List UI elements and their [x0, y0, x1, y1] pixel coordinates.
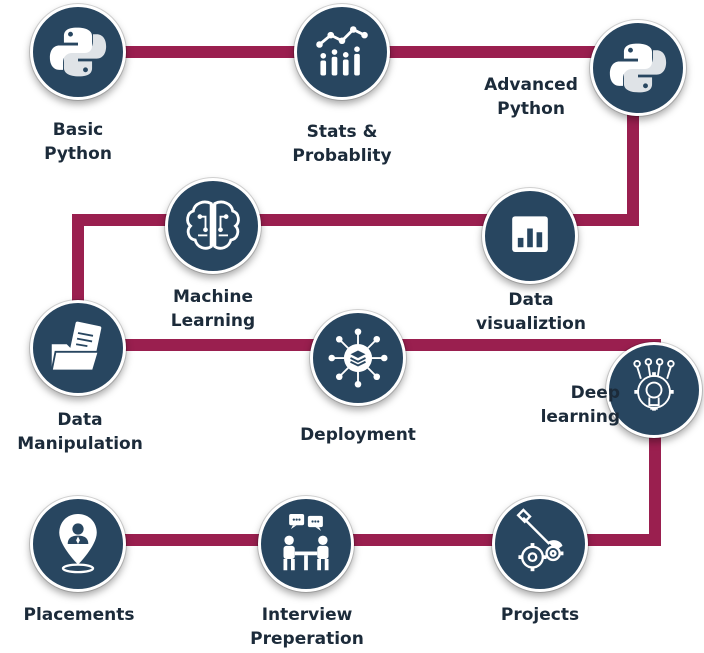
step-stats-node: [294, 4, 390, 100]
step-deployment-label: Deployment: [300, 425, 416, 445]
python-icon: [609, 43, 667, 93]
step-projects-node: [492, 496, 588, 592]
folder-document-icon: [50, 321, 102, 372]
person-pin-icon: [59, 514, 97, 574]
stats-icon: [316, 26, 368, 76]
step-deep-learning-node: [606, 342, 702, 438]
step-interview-node: [258, 496, 354, 592]
bar-chart-icon: [512, 216, 548, 252]
step-data-manipulation-label: Data Manipulation: [17, 410, 143, 454]
step-data-visualization-label: Data visualiztion: [476, 290, 586, 334]
step-data-visualization-node: [482, 188, 578, 284]
step-deep-learning-label: Deep learning: [540, 383, 620, 427]
step-basic-python-label: Basic Python: [44, 120, 112, 164]
step-deployment-node: [310, 310, 406, 406]
tools-gears-icon: [516, 508, 564, 572]
step-advanced-python-node: [590, 20, 686, 116]
step-basic-python-node: [30, 4, 126, 100]
step-interview-label: Interview Preperation: [250, 605, 364, 649]
step-machine-learning-label: Machine Learning: [170, 287, 256, 331]
step-placements-label: Placements: [23, 605, 135, 625]
lightbulb-gear-icon: [633, 358, 675, 411]
step-machine-learning-node: [165, 178, 261, 274]
step-placements-node: [30, 496, 126, 592]
interview-icon: [283, 514, 329, 571]
deployment-network-icon: [328, 328, 388, 388]
step-stats-label: Stats & Probablity: [292, 122, 392, 166]
brain-circuit-icon: [186, 200, 240, 250]
python-icon: [49, 27, 107, 77]
step-advanced-python-label: Advanced Python: [484, 75, 578, 119]
step-projects-label: Projects: [500, 605, 580, 625]
step-data-manipulation-node: [30, 300, 126, 396]
